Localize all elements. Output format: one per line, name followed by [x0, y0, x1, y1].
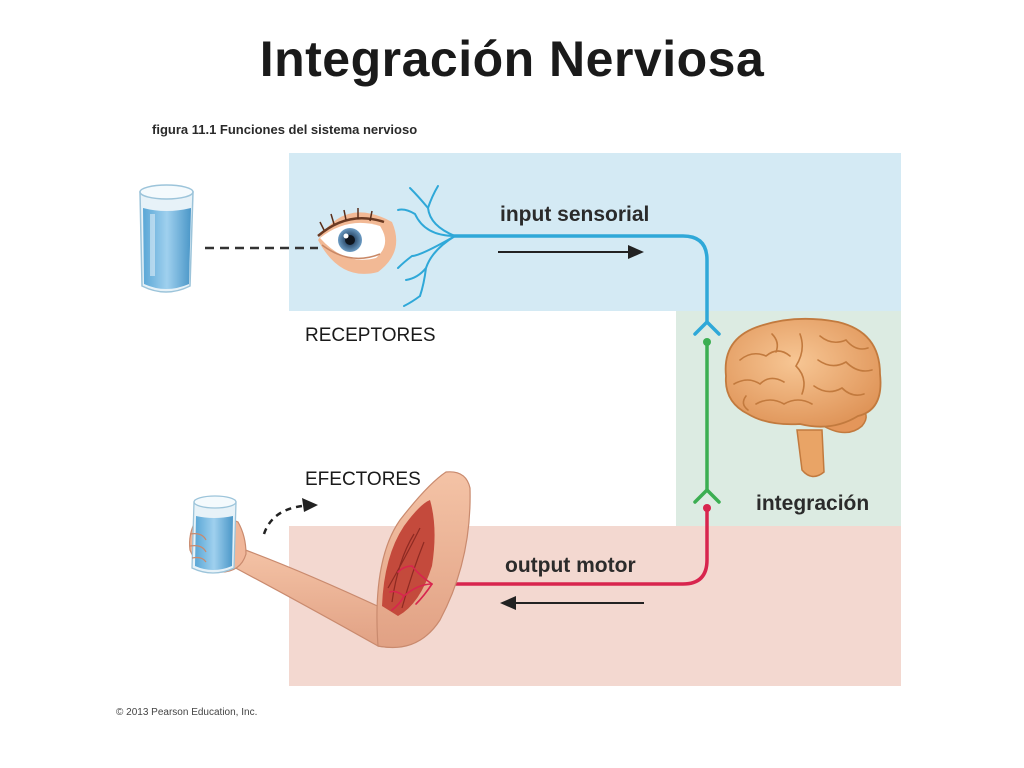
integration-label: integración — [756, 492, 869, 515]
figure-caption: figura 11.1 Funciones del sistema nervio… — [152, 122, 418, 137]
held-glass-icon — [189, 495, 237, 574]
slide-title: Integración Nerviosa — [259, 31, 765, 87]
sensory-axon-terminal — [693, 320, 721, 336]
water-glass-icon — [139, 184, 194, 293]
motion-direction-arrow-icon — [262, 498, 318, 535]
integration-synapse-top — [703, 338, 711, 346]
integration-axon-terminal — [693, 488, 721, 504]
output-direction-arrow — [500, 596, 644, 610]
receptors-label: RECEPTORES — [305, 325, 436, 346]
sensory-pathway — [453, 234, 709, 322]
input-sensory-label: input sensorial — [500, 203, 649, 226]
eye-icon — [317, 208, 397, 274]
effectors-label: EFECTORES — [305, 469, 421, 490]
brain-icon — [724, 317, 882, 478]
copyright-notice: © 2013 Pearson Education, Inc. — [116, 707, 258, 718]
output-motor-label: output motor — [505, 554, 636, 577]
sensory-nerve-endings — [397, 185, 456, 307]
input-direction-arrow — [498, 245, 644, 259]
motor-pathway — [432, 508, 709, 586]
